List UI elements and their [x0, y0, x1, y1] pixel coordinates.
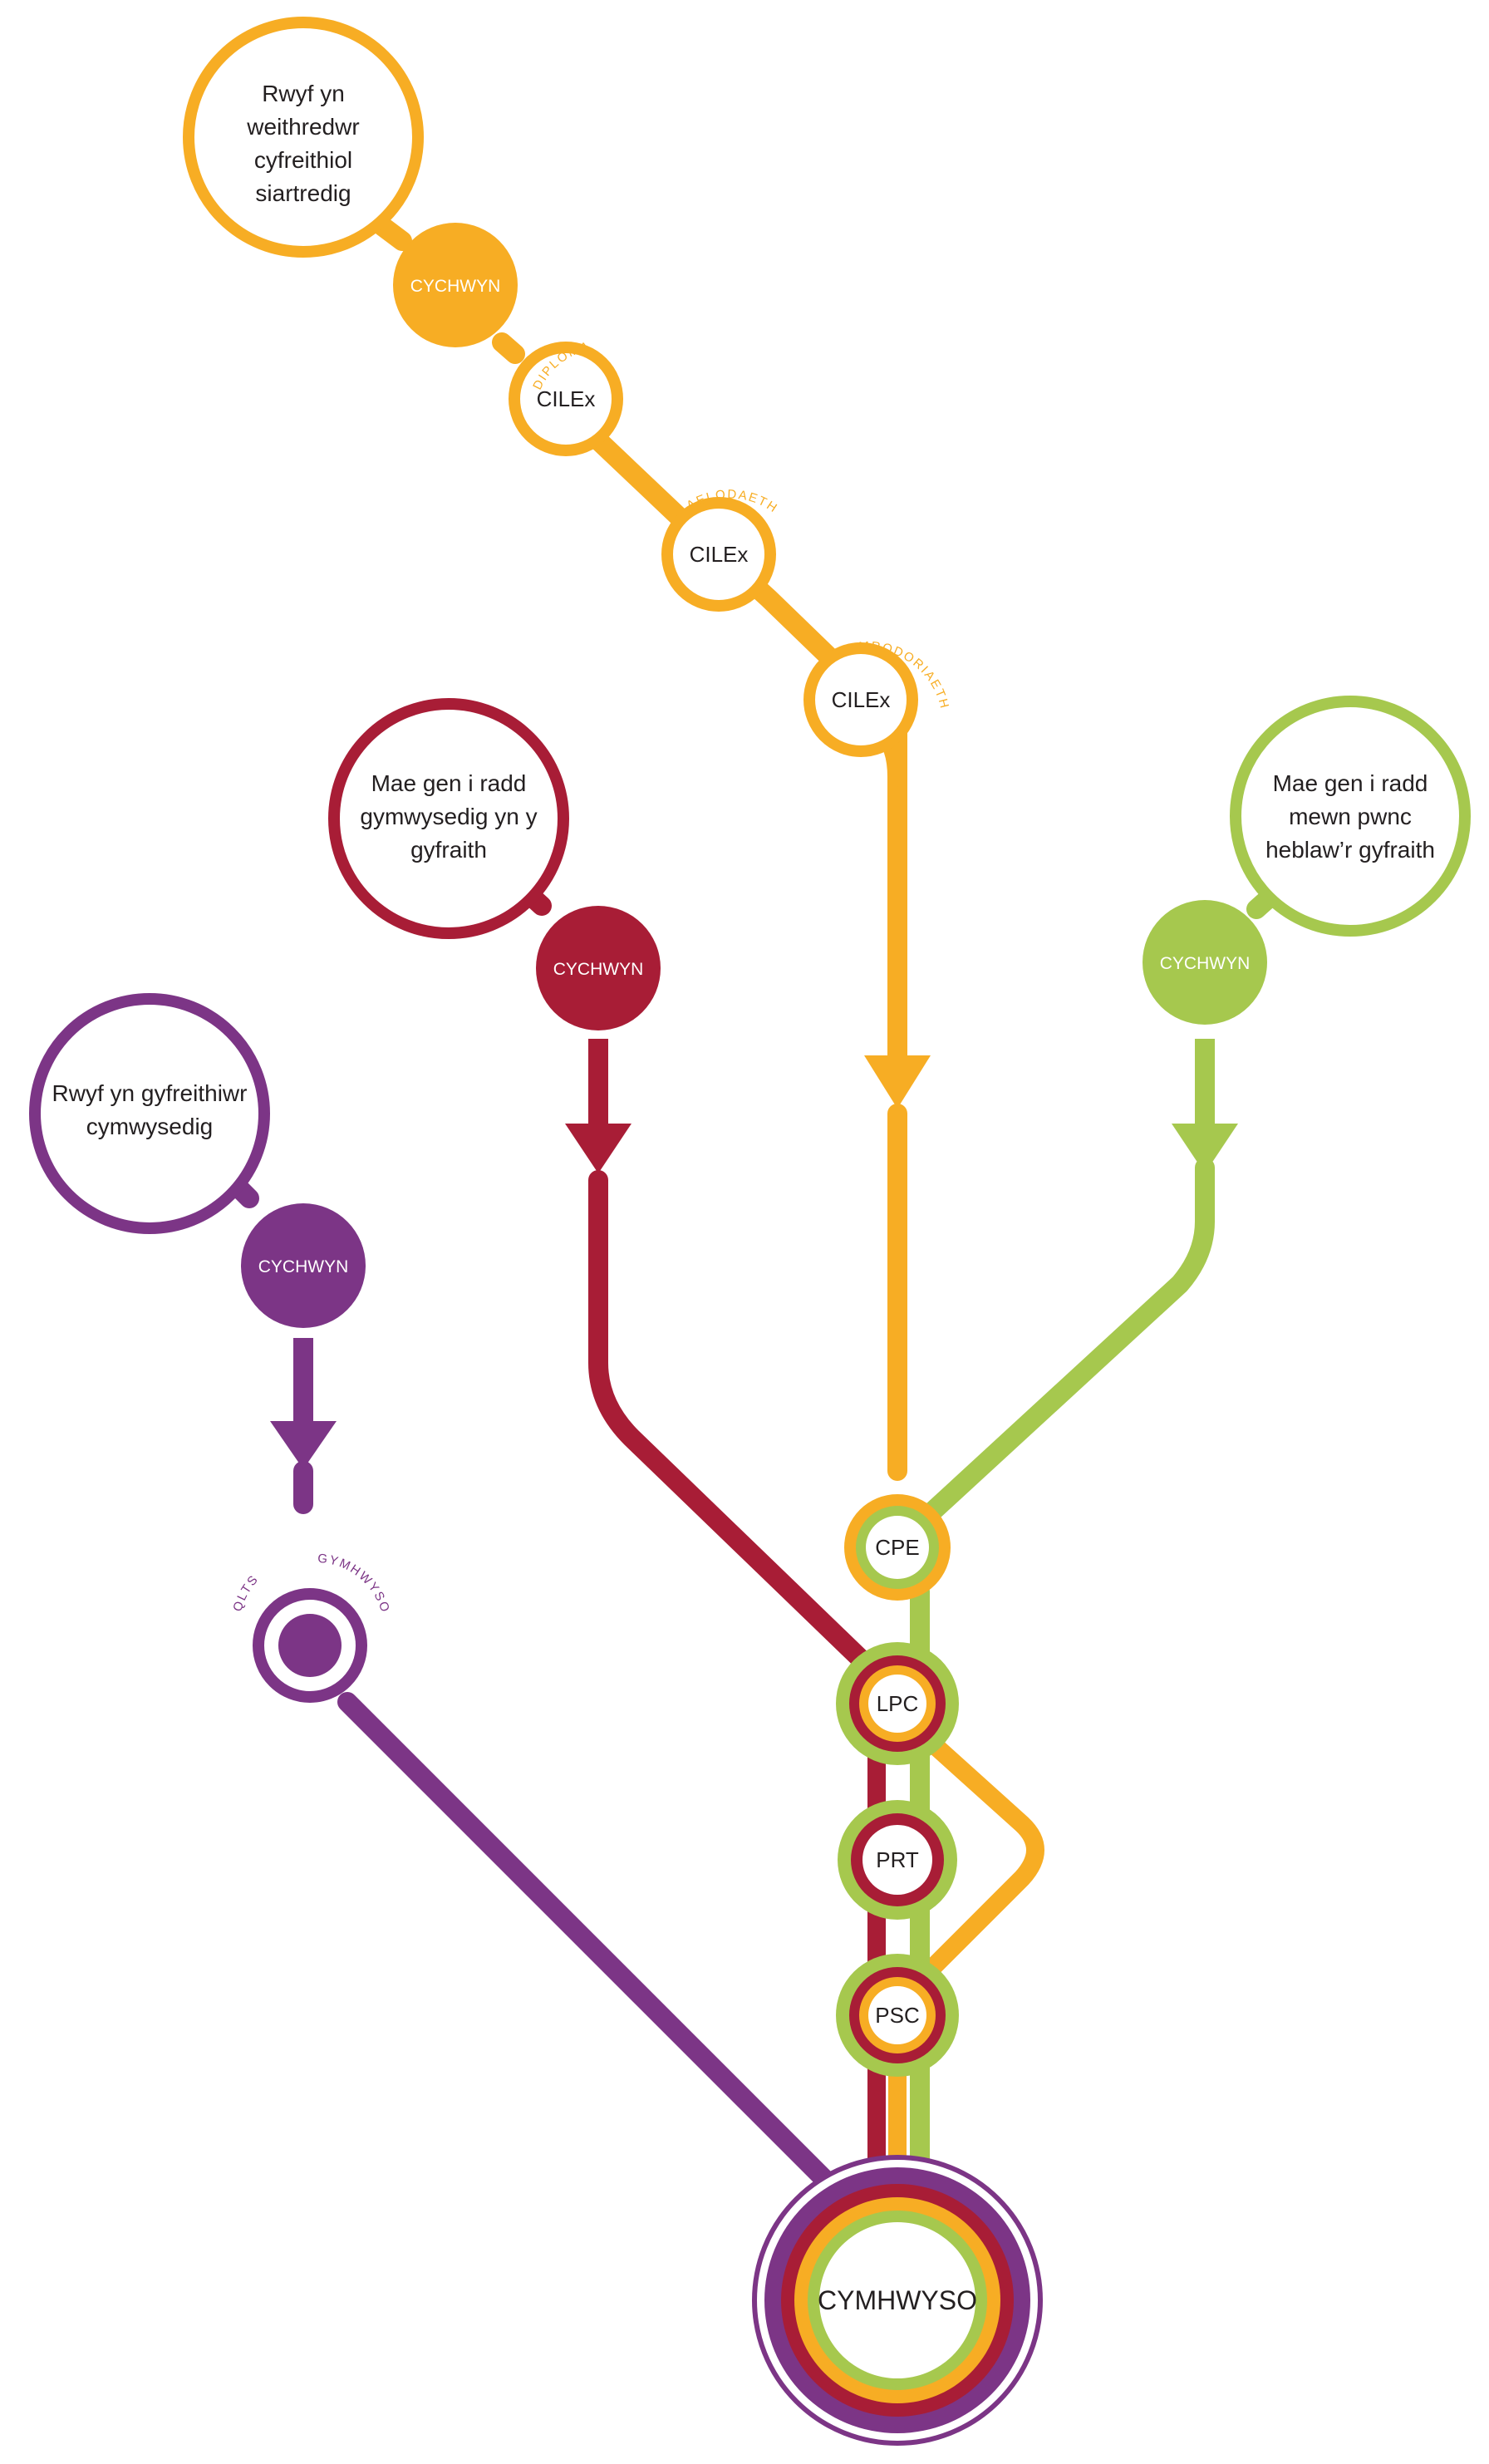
arrow-law-degree	[565, 1039, 631, 1173]
start-label: CYCHWYN	[553, 960, 644, 979]
stage-node-prt: PRT	[838, 1800, 957, 1920]
stage-label: PRT	[876, 1847, 919, 1872]
stage-node-psc: PSC	[836, 1954, 959, 2077]
arrow-qualified-lawyer	[270, 1338, 337, 1469]
start-button-qualified-lawyer[interactable]: CYCHWYN	[241, 1203, 366, 1328]
start-button-chartered[interactable]: CYCHWYN	[393, 223, 518, 347]
statement-line: Rwyf yn	[262, 81, 345, 106]
start-label: CYCHWYN	[1160, 954, 1251, 973]
arrow-chartered	[864, 1030, 931, 1109]
statement-line: cymwysedig	[86, 1114, 213, 1139]
stage-node-cilex-aelodaeth: CILEx AELODAETH	[661, 487, 779, 612]
statement-line: heblaw’r gyfraith	[1265, 837, 1435, 863]
stage-label: PSC	[875, 2003, 919, 2028]
statement-line: weithredwr	[246, 114, 359, 140]
start-statement-qualified-lawyer: Rwyf yn gyfreithiwr cymwysedig	[29, 993, 270, 1234]
stage-node-lpc: LPC	[836, 1642, 959, 1765]
stage-label: CILEx	[537, 386, 596, 411]
stage-label: CPE	[875, 1535, 919, 1560]
destination-node: CYMHWYSO	[752, 2155, 1043, 2446]
start-label: CYCHWYN	[258, 1257, 349, 1276]
statement-line: Mae gen i radd	[1273, 770, 1428, 796]
stage-node-cpe: CPE	[844, 1494, 951, 1601]
start-statement-non-law: Mae gen i radd mewn pwnc heblaw’r gyfrai…	[1230, 696, 1471, 937]
start-label: CYCHWYN	[410, 277, 501, 296]
statement-line: mewn pwnc	[1289, 804, 1412, 829]
statement-line: Mae gen i radd	[371, 770, 527, 796]
route-line-law-degree	[512, 878, 886, 2186]
stage-label: CILEx	[690, 542, 749, 567]
statement-line: cyfreithiol	[254, 147, 352, 173]
start-button-non-law[interactable]: CYCHWYN	[1143, 900, 1267, 1025]
arrow-non-law	[1172, 1039, 1238, 1173]
statement-line: gymwysedig yn y	[360, 804, 537, 829]
start-button-law-degree[interactable]: CYCHWYN	[536, 906, 661, 1030]
statement-line: siartredig	[255, 180, 351, 206]
statement-line: Rwyf yn gyfreithiwr	[52, 1080, 248, 1106]
stage-label: LPC	[877, 1691, 919, 1716]
route-line-non-law	[910, 886, 1281, 2187]
stage-label: CILEx	[832, 687, 891, 712]
stage-node-cilex-diploma: CILEx DIPLOMA	[509, 339, 623, 456]
route-arrows	[270, 1030, 1238, 1469]
stage-tag-qlts: QLTS	[230, 1572, 262, 1614]
start-statement-chartered: Rwyf yn weithredwr cyfreithiol siartredi…	[183, 17, 424, 258]
destination-label: CYMHWYSO	[818, 2285, 977, 2315]
statement-line: gyfraith	[410, 837, 487, 863]
start-statement-law-degree: Mae gen i radd gymwysedig yn y gyfraith	[328, 698, 569, 939]
stage-node-cilex-cymrodoriaeth: CILEx CYMRODORIAETH	[803, 639, 950, 757]
stage-node-qlts: QLTS GYMHWYSO	[230, 1552, 391, 1703]
